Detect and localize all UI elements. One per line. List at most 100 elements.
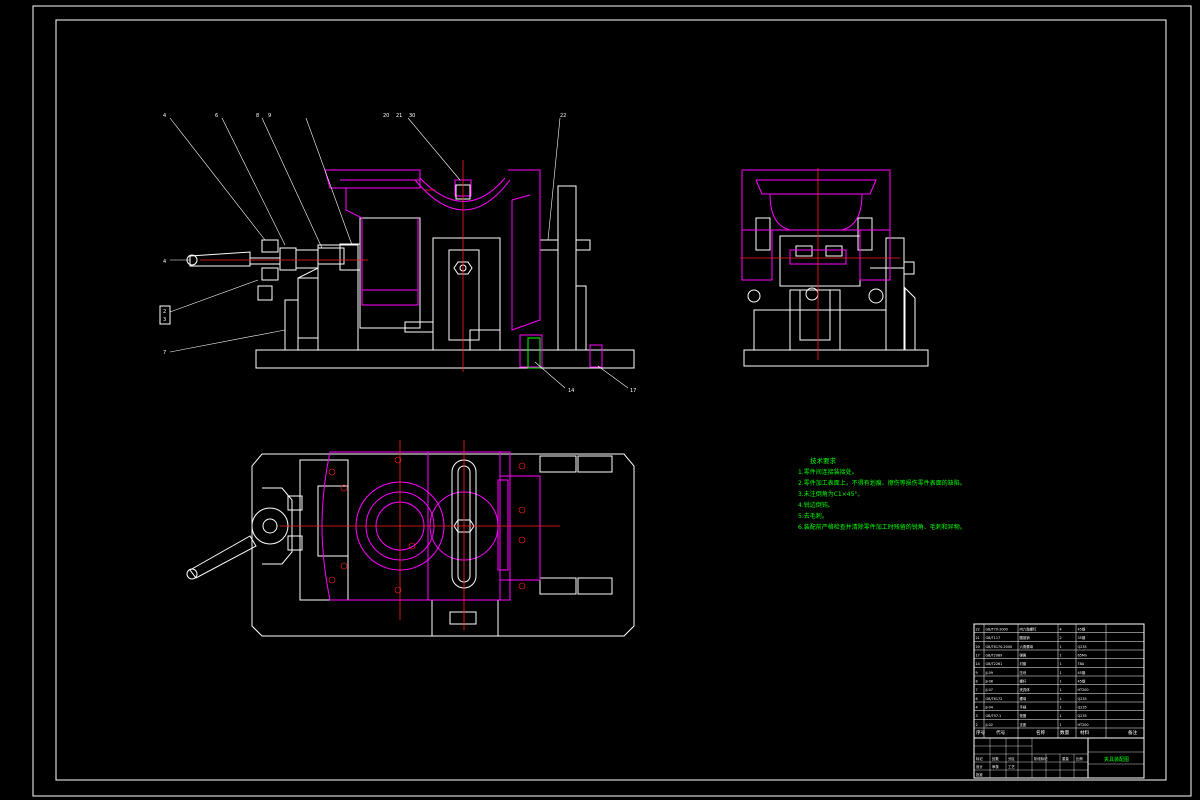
balloon-6: 6 (215, 113, 218, 119)
bom-cell-material: T8A (1077, 662, 1085, 666)
tb-label: 批准 (976, 772, 983, 777)
bom-cell-name: 手柄 (1020, 704, 1027, 709)
bom-cell-no: 6 (976, 697, 978, 701)
tech-req-item: 5.去毛刺。 (798, 512, 828, 520)
bom-cell-code: GB/T97.1 (986, 714, 1002, 718)
bom-cell-qty: 1 (1060, 688, 1062, 692)
bom-cell-no: 9 (976, 671, 978, 675)
bom-cell-name: 夹具体 (1020, 687, 1031, 692)
bom-cell-qty: 1 (1060, 723, 1062, 727)
bom-cell-code: JJ-07 (985, 688, 993, 692)
bom-cell-code: JJ-04 (985, 705, 993, 709)
balloon-7: 7 (163, 350, 166, 356)
bom-cell-name: 六角螺母 (1020, 644, 1034, 649)
title-block: 夹具装配图 标记 处数 分区 设计 审核 工艺 批准 阶段标记 重量 比例 (973, 737, 1145, 779)
bom-header-qty: 数量 (1060, 729, 1070, 736)
balloon-14: 14 (568, 388, 574, 394)
bom-cell-name: 垫圈 (1020, 713, 1027, 718)
bom-cell-name: 衬套 (1020, 661, 1027, 666)
balloon-9: 9 (268, 113, 271, 119)
bom-cell-code: GB/T6172 (986, 697, 1003, 701)
tech-req-item: 3.未注倒角为C1×45°。 (798, 490, 863, 498)
bom-cell-code: GB/T2089 (986, 653, 1003, 657)
side-view (740, 168, 929, 367)
bom-cell-qty: 1 (1060, 714, 1062, 718)
bom-cell-no: 7 (976, 688, 978, 692)
bom-cell-material: HT200 (1078, 688, 1089, 692)
balloon-17: 17 (630, 388, 636, 394)
bom-cell-material: 45钢 (1078, 678, 1086, 683)
top-bolt-holes (328, 456, 526, 594)
drawing-border (32, 5, 1192, 797)
bom-cell-qty: 1 (1060, 662, 1062, 666)
bom-cell-code: JJ-09 (985, 671, 993, 675)
bom-cell-material: 65Mn (1078, 653, 1087, 657)
tb-label: 工艺 (1008, 764, 1015, 769)
balloon-4-top: 4 (163, 113, 166, 119)
side-workpiece (741, 169, 891, 281)
front-balloon-labels: 4 6 8 9 20 21 30 22 4 2 3 7 14 17 (159, 113, 636, 394)
tb-label: 设计 (976, 764, 983, 769)
bom-cell-no: 14 (976, 662, 980, 666)
front-workpiece (324, 169, 603, 368)
front-view: 4 6 8 9 20 21 30 22 4 2 3 7 14 17 (159, 113, 636, 394)
tb-label: 阶段标记 (1034, 756, 1048, 761)
bom-header-code: 代号 (996, 729, 1006, 736)
balloon-30: 30 (409, 113, 415, 119)
bom-cell-no: 4 (976, 705, 978, 709)
bom-cell-material: 45钢 (1078, 626, 1086, 631)
bom-cell-code: GB/T2261 (986, 662, 1003, 666)
bom-cell-name: 螺母 (1020, 696, 1027, 701)
bom-cell-name: 弹簧 (1020, 652, 1027, 657)
bom-cell-qty: 1 (1060, 671, 1062, 675)
balloon-22: 22 (560, 113, 566, 119)
bom-header-material: 材料 (1080, 729, 1090, 736)
bom-cell-material: Q235 (1078, 705, 1087, 709)
bom-cell-material: HT200 (1078, 723, 1089, 727)
bom-cell-material: Q235 (1078, 714, 1087, 718)
tb-label: 审核 (992, 764, 999, 769)
bom-cell-no: 17 (976, 653, 980, 657)
tb-label: 比例 (1076, 756, 1083, 761)
tech-req-item: 6.装配前严格检查并清除零件加工时残留的锐角、毛刺和异物。 (798, 523, 966, 531)
drawing-title: 夹具装配图 (1104, 756, 1129, 763)
bom-cell-material: Q235 (1078, 697, 1087, 701)
balloon-2: 2 (163, 309, 166, 315)
tech-req-item: 2.零件加工表面上，不得有划痕、擦伤等损伤零件表面的缺陷。 (798, 479, 966, 487)
bom-cell-code: JJ-08 (985, 679, 993, 683)
tech-req-item: 1.零件间连接装接处。 (798, 468, 858, 476)
tb-label: 标记 (976, 756, 983, 761)
bom-cell-no: 20 (976, 645, 980, 649)
bom-cell-no: 2 (976, 723, 978, 727)
tech-req-item: 4.锐边倒钝。 (798, 501, 834, 509)
technical-requirements: 技术要求 1.零件间连接装接处。 2.零件加工表面上，不得有划痕、擦伤等损伤零件… (798, 456, 966, 531)
balloon-4-left: 4 (163, 259, 166, 265)
bom-cell-qty: 4 (1060, 627, 1062, 631)
bom-cell-material: 35钢 (1078, 635, 1086, 640)
tb-label: 分区 (1008, 756, 1015, 761)
front-leaders (169, 117, 629, 389)
bom-cell-no: 8 (976, 679, 978, 683)
tech-req-title: 技术要求 (810, 456, 837, 465)
bom-header-name: 名称 (1036, 729, 1046, 736)
bom-cell-material: Q235 (1078, 645, 1087, 649)
tb-label: 重量 (1062, 756, 1069, 761)
bom-cell-material: 45钢 (1078, 670, 1086, 675)
bom-cell-qty: 1 (1060, 645, 1062, 649)
bom-cell-qty: 1 (1060, 679, 1062, 683)
bom-cell-name: 支座 (1020, 722, 1027, 727)
bom-cell-code: JJ-02 (985, 723, 993, 727)
bom-cell-qty: 1 (1060, 705, 1062, 709)
bom-cell-name: 压块 (1020, 670, 1027, 675)
bom-cell-code: GB/T117 (986, 636, 1001, 640)
bom-cell-no: 3 (976, 714, 978, 718)
bom-cell-qty: 1 (1060, 697, 1062, 701)
balloon-21: 21 (396, 113, 402, 119)
bom-cell-qty: 2 (1060, 636, 1062, 640)
bom-cell-code: GB/T70-2000 (986, 627, 1008, 631)
bom-header-note: 备注 (1128, 729, 1138, 736)
balloon-8: 8 (256, 113, 259, 119)
balloon-20: 20 (383, 113, 389, 119)
